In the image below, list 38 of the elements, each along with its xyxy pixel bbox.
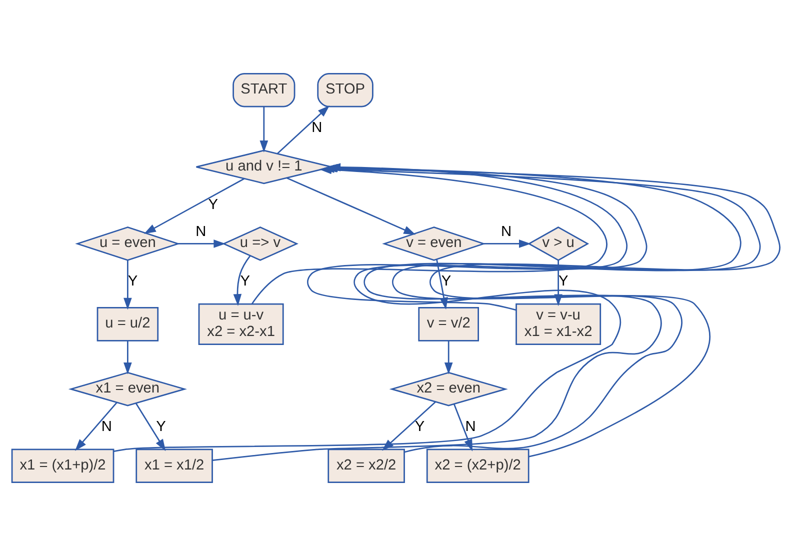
- arrow: [260, 106, 268, 152]
- edge-label: Y: [441, 274, 452, 290]
- node-box: v = v-u x1 = x1-x2: [516, 303, 602, 345]
- node-diamond: v > u: [528, 226, 590, 261]
- edge-label: N: [196, 224, 206, 240]
- node-diamond: x1 = even: [68, 372, 187, 406]
- arrow: [144, 178, 244, 234]
- arrow: [276, 106, 330, 154]
- edge-label: N: [101, 418, 112, 435]
- node-box: v = v/2: [418, 307, 479, 342]
- node-box: u = u/2: [96, 307, 159, 342]
- node-box: x2 = (x2+p)/2: [426, 448, 530, 484]
- arrow: [444, 340, 453, 374]
- edge-label: Y: [156, 418, 166, 435]
- arrow: [135, 403, 166, 452]
- node-diamond: u = even: [75, 226, 180, 261]
- arrow: [74, 402, 118, 451]
- node-box: x1 = (x1+p)/2: [11, 448, 114, 484]
- node-box: START: [232, 72, 296, 108]
- edge-label: Y: [414, 418, 425, 435]
- arrow: [286, 177, 416, 235]
- arrow: [178, 240, 226, 248]
- edge-label: Y: [240, 274, 250, 290]
- edge-label: N: [312, 120, 322, 136]
- edge-label: N: [500, 224, 512, 240]
- edge-label: Y: [558, 274, 568, 290]
- arrow: [124, 260, 132, 310]
- node-diamond: u => v: [222, 226, 298, 261]
- node-box: x1 = x1/2: [136, 448, 213, 484]
- edge-label: Y: [208, 196, 218, 213]
- arrow: [124, 340, 132, 374]
- node-box: x2 = x2/2: [328, 448, 405, 484]
- arrow: [484, 240, 531, 248]
- node-box: STOP: [317, 72, 374, 108]
- node-box: u = u-v x2 = x2-x1: [198, 303, 284, 345]
- node-diamond: x2 = even: [389, 372, 508, 406]
- arrow: [233, 255, 251, 306]
- edge-label: N: [465, 418, 476, 435]
